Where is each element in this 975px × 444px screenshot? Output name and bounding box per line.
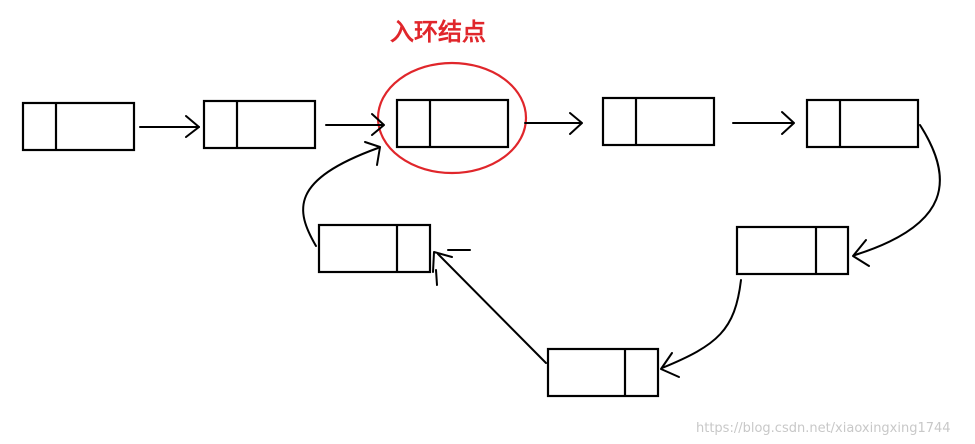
entry-node-label: 入环结点 [390, 18, 486, 46]
list-node-8 [317, 223, 432, 274]
edge-n2-n3 [325, 113, 385, 136]
edge-n7-n8 [432, 249, 547, 364]
list-node-5 [805, 98, 920, 149]
watermark-text: https://blog.csdn.net/xiaoxingxing1744 [696, 421, 951, 436]
edge-n3-n4 [524, 112, 583, 135]
list-node-7 [546, 347, 660, 398]
list-node-2 [202, 99, 317, 150]
edge-n5-n6 [852, 124, 941, 267]
list-node-1 [21, 101, 136, 152]
entry-node-highlight [376, 61, 528, 175]
edge-n4-n5 [732, 111, 795, 135]
list-node-6 [735, 225, 850, 276]
edge-n8-n3 [302, 141, 381, 247]
edge-n1-n2 [139, 115, 200, 138]
list-node-4 [601, 96, 716, 147]
list-node-3-entry [395, 98, 510, 149]
edge-n6-n7 [660, 279, 742, 378]
